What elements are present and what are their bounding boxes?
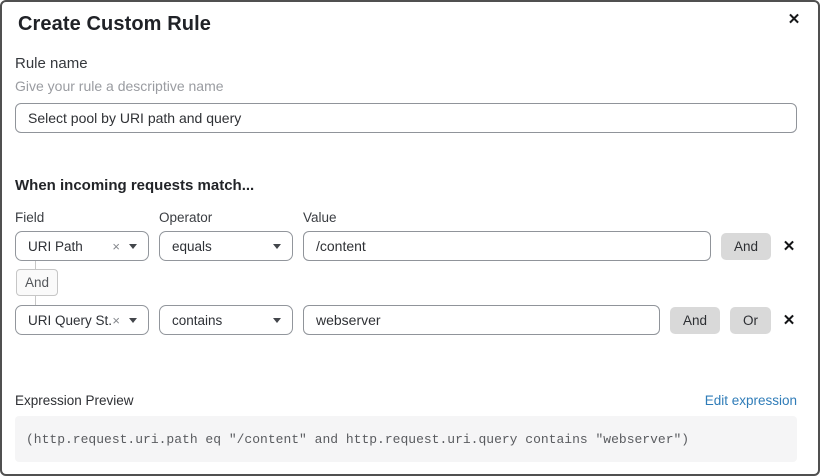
connector-and-badge[interactable]: And bbox=[16, 269, 58, 296]
row-connector: And bbox=[15, 261, 797, 305]
value-input-row1[interactable] bbox=[303, 231, 711, 261]
rule-name-label: Rule name bbox=[15, 55, 88, 72]
chevron-down-icon bbox=[129, 317, 137, 323]
or-button-row2[interactable]: Or bbox=[730, 306, 771, 334]
operator-select-row2[interactable]: contains bbox=[159, 305, 293, 335]
rule-name-help-text: Give your rule a descriptive name bbox=[15, 78, 224, 94]
remove-row2-icon[interactable]: ✕ bbox=[782, 312, 796, 329]
and-button-row2[interactable]: And bbox=[669, 306, 720, 334]
connector-line-top bbox=[35, 261, 36, 269]
close-icon[interactable]: ✕ bbox=[783, 9, 805, 31]
rule-name-input[interactable] bbox=[15, 103, 797, 133]
edit-expression-link[interactable]: Edit expression bbox=[704, 393, 797, 408]
match-section-heading: When incoming requests match... bbox=[15, 177, 255, 194]
page-title: Create Custom Rule bbox=[18, 13, 211, 35]
operator-select-row2-value: contains bbox=[172, 312, 223, 328]
dialog-content: Rule name Give your rule a descriptive n… bbox=[2, 55, 818, 462]
chevron-down-icon bbox=[129, 243, 137, 249]
field-select-row1-value: URI Path bbox=[28, 238, 83, 254]
field-select-row1[interactable]: URI Path × bbox=[15, 231, 149, 261]
value-column-label: Value bbox=[303, 210, 337, 225]
field-column-label: Field bbox=[15, 210, 45, 225]
expression-code: (http.request.uri.path eq "/content" and… bbox=[15, 416, 797, 462]
clear-icon[interactable]: × bbox=[112, 238, 120, 254]
value-input-row2[interactable] bbox=[303, 305, 660, 335]
and-button-row1[interactable]: And bbox=[720, 232, 771, 260]
field-select-row2-value: URI Query St... bbox=[28, 312, 113, 328]
operator-select-row1[interactable]: equals bbox=[159, 231, 293, 261]
condition-row-1: URI Path × equals And ✕ bbox=[15, 231, 797, 261]
expression-preview-header: Expression Preview Edit expression bbox=[15, 392, 797, 409]
expression-preview-label: Expression Preview bbox=[15, 393, 134, 408]
field-select-row2[interactable]: URI Query St... × bbox=[15, 305, 149, 335]
remove-row1-icon[interactable]: ✕ bbox=[782, 238, 796, 255]
chevron-down-icon bbox=[273, 243, 281, 249]
connector-line-bottom bbox=[35, 296, 36, 305]
clear-icon[interactable]: × bbox=[112, 312, 120, 328]
condition-row-2: URI Query St... × contains And Or ✕ bbox=[15, 305, 797, 335]
matcher-column-labels: Field Operator Value bbox=[15, 209, 797, 226]
chevron-down-icon bbox=[273, 317, 281, 323]
operator-select-row1-value: equals bbox=[172, 238, 212, 254]
operator-column-label: Operator bbox=[159, 210, 213, 225]
